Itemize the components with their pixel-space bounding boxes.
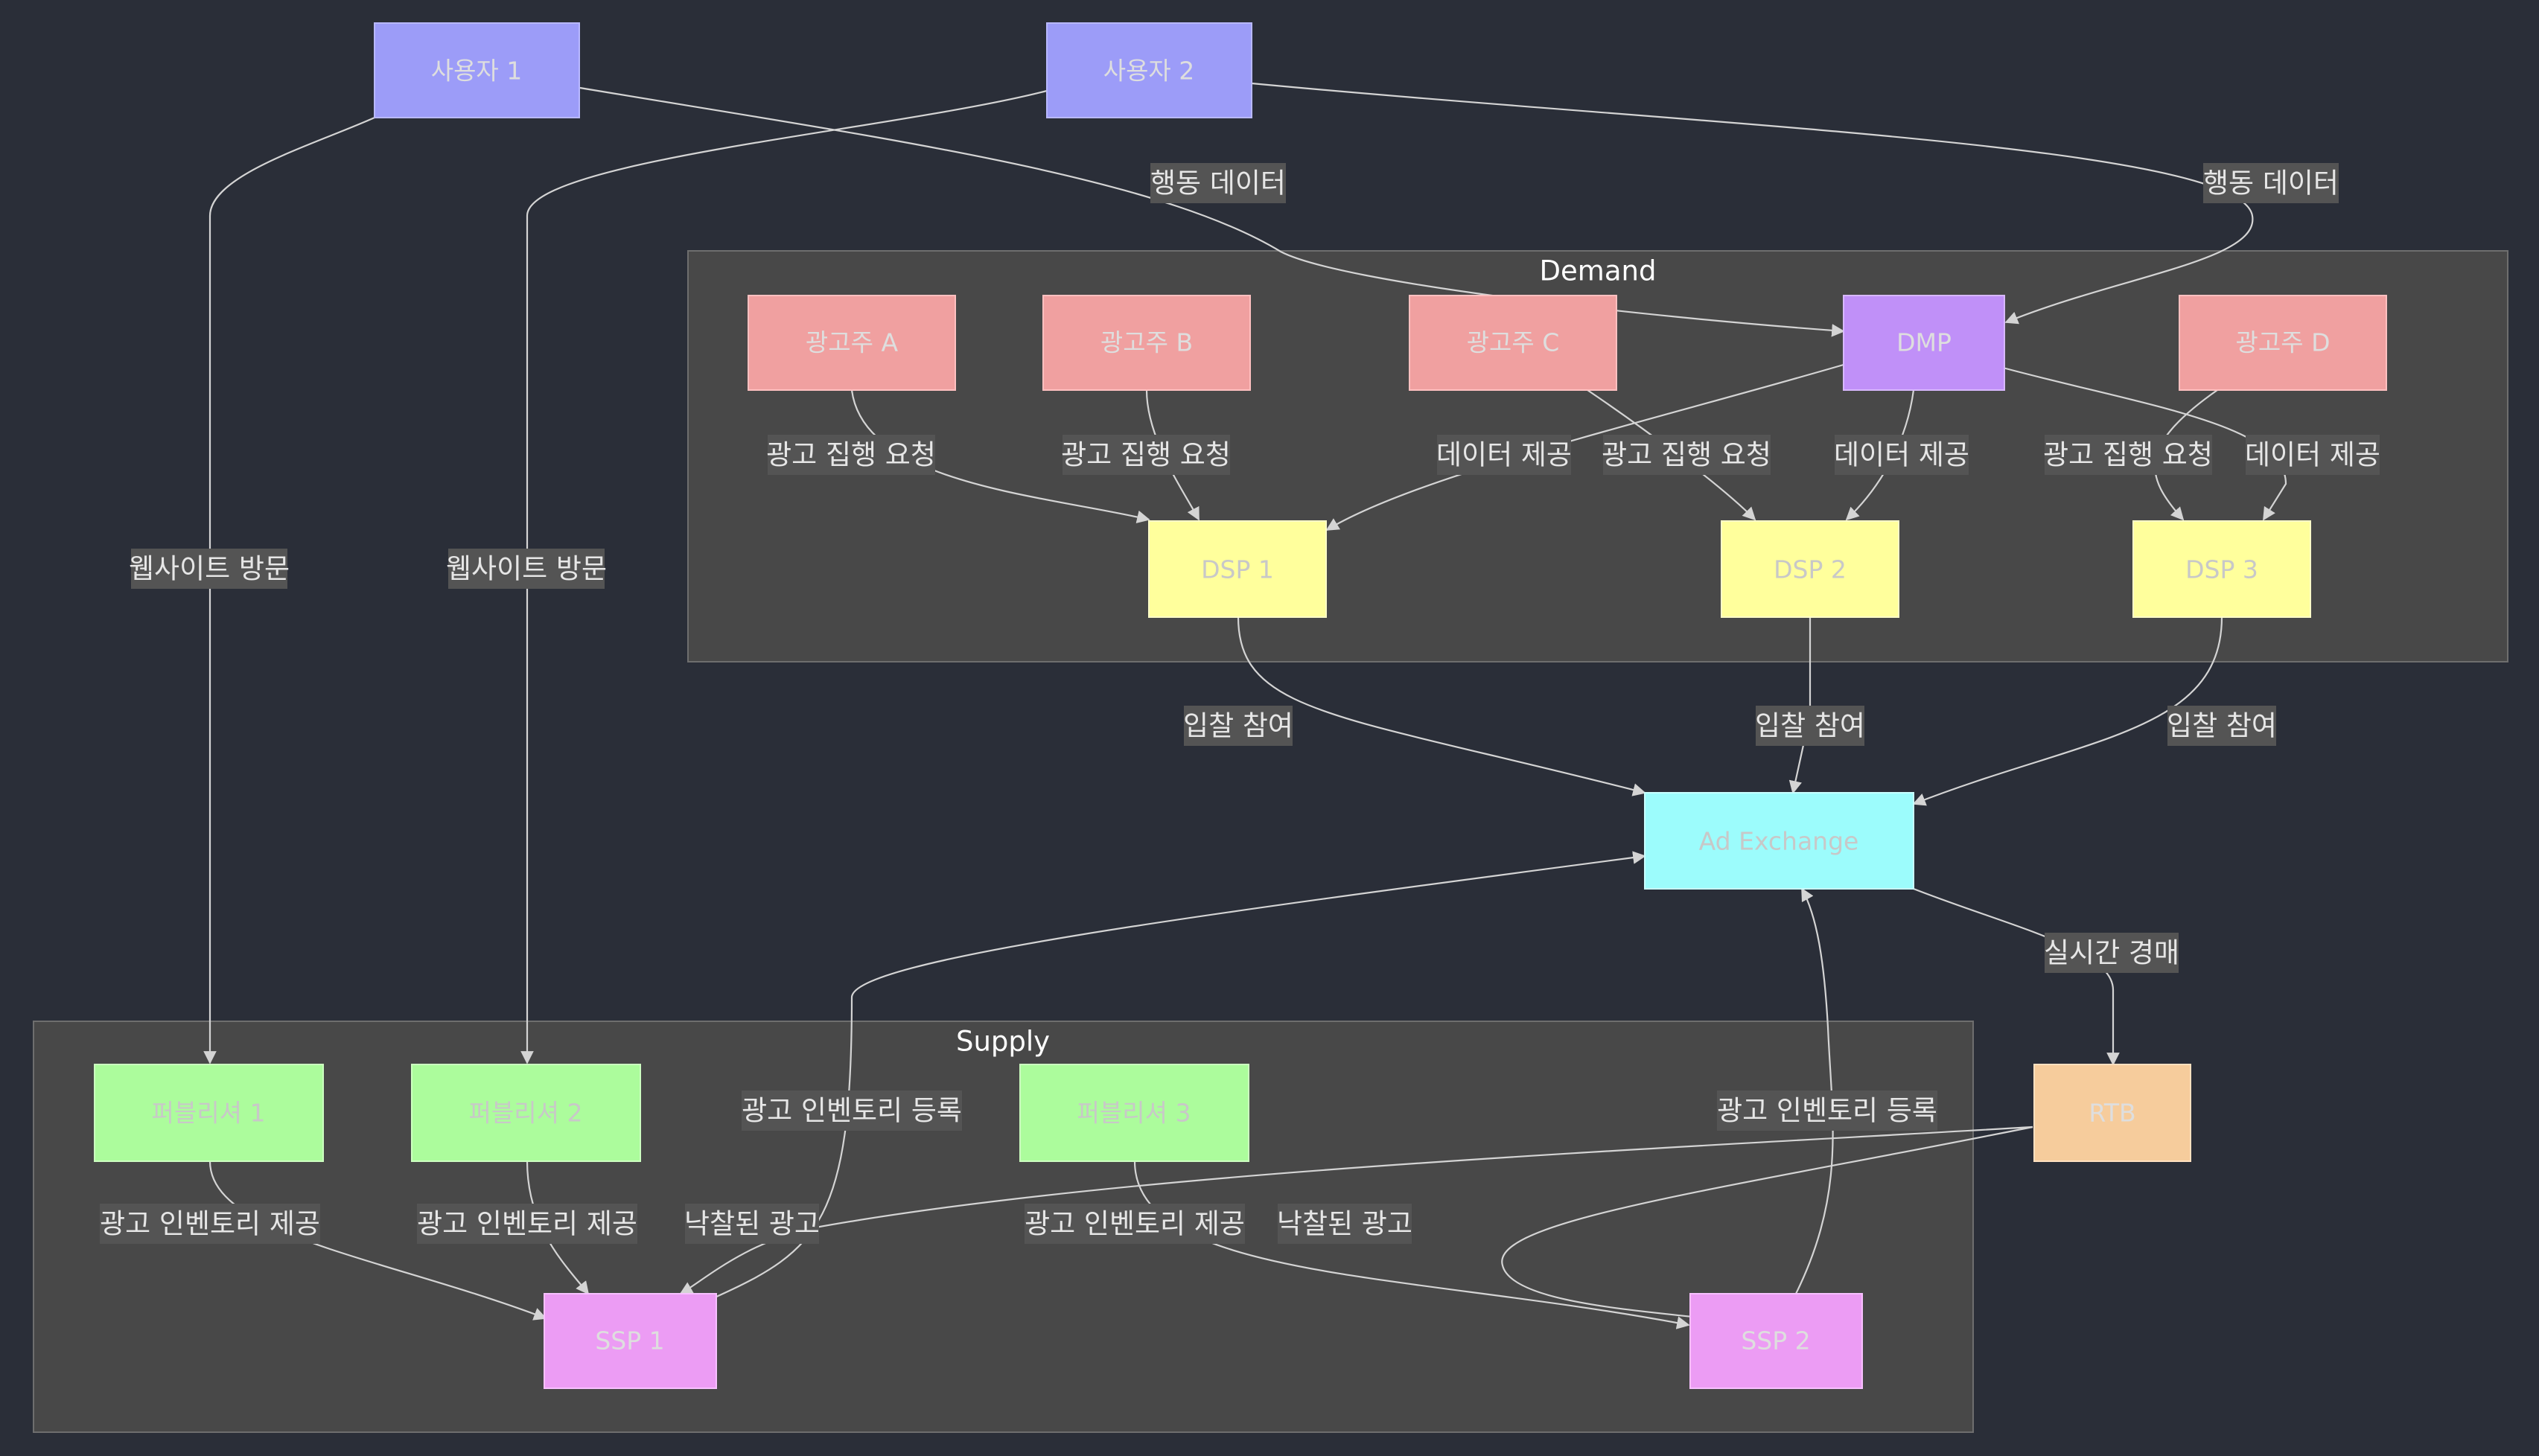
node-rtb[interactable]: RTB	[2033, 1064, 2191, 1162]
node-advA[interactable]: 광고주 A	[748, 295, 956, 391]
node-advB-label: 광고주 B	[1100, 328, 1193, 357]
node-advD[interactable]: 광고주 D	[2179, 295, 2387, 391]
cluster-demand-title: Demand	[1540, 255, 1657, 287]
edge-label-pub1-ssp1: 광고 인벤토리 제공	[100, 1208, 320, 1240]
edge-label-dsp2-adx: 입찰 참여	[1755, 710, 1865, 742]
node-dsp3[interactable]: DSP 3	[2132, 520, 2311, 618]
node-advC-label: 광고주 C	[1467, 328, 1560, 357]
edge-labels: 웹사이트 방문 웹사이트 방문 행동 데이터 행동 데이터 광고 집행 요청 광…	[100, 163, 2380, 1244]
edge-rtb-ssp1	[679, 1125, 2033, 1294]
node-dsp3-label: DSP 3	[2185, 555, 2258, 584]
edge-label-dmp-dsp3: 데이터 제공	[2245, 439, 2380, 471]
edge-label-dmp-dsp2: 데이터 제공	[1834, 439, 1969, 471]
node-dsp2[interactable]: DSP 2	[1721, 520, 1899, 618]
edge-label-adx-rtb: 실시간 경매	[2044, 937, 2179, 969]
node-advA-label: 광고주 A	[806, 328, 899, 357]
node-user1-label: 사용자 1	[431, 57, 523, 86]
cluster-supply-title: Supply	[956, 1026, 1050, 1058]
edge-label-user1-pub1: 웹사이트 방문	[129, 553, 290, 585]
node-user1[interactable]: 사용자 1	[374, 22, 580, 118]
node-advC[interactable]: 광고주 C	[1409, 295, 1617, 391]
edge-dsp1-adx	[1237, 616, 1646, 796]
node-user2-label: 사용자 2	[1103, 57, 1195, 86]
node-adx[interactable]: Ad Exchange	[1644, 792, 1914, 890]
edge-label-ssp1-adx: 광고 인벤토리 등록	[742, 1095, 962, 1127]
edge-rtb-ssp2	[1501, 1125, 2033, 1324]
edge-label-rtb-ssp2: 낙찰된 광고	[1277, 1208, 1412, 1240]
edge-user2-pub2	[520, 89, 1048, 1064]
edge-label-ssp2-adx: 광고 인벤토리 등록	[1717, 1095, 1937, 1127]
edge-label-dsp3-adx: 입찰 참여	[2167, 710, 2277, 742]
cluster-supply: Supply	[33, 1021, 1974, 1433]
edge-label-advA-dsp1: 광고 집행 요청	[766, 439, 936, 471]
node-dmp-label: DMP	[1896, 328, 1952, 357]
edge-label-user2-dmp: 행동 데이터	[2203, 167, 2339, 199]
node-dsp1[interactable]: DSP 1	[1148, 520, 1327, 618]
node-user2[interactable]: 사용자 2	[1046, 22, 1252, 118]
edge-label-user1-dmp: 행동 데이터	[1150, 167, 1286, 199]
edge-label-advC-dsp2: 광고 집행 요청	[1602, 439, 1771, 471]
node-ssp2-label: SSP 2	[1741, 1326, 1810, 1356]
edge-advA-dsp1	[850, 389, 1150, 524]
node-ssp2[interactable]: SSP 2	[1689, 1293, 1863, 1389]
edge-ssp2-adx	[1795, 887, 1834, 1294]
node-rtb-label: RTB	[2089, 1099, 2135, 1128]
node-pub2-label: 퍼블리셔 2	[469, 1099, 583, 1128]
edge-dsp3-adx	[1912, 616, 2223, 806]
node-dmp[interactable]: DMP	[1843, 295, 2005, 391]
node-dsp2-label: DSP 2	[1774, 555, 1847, 584]
node-pub3-label: 퍼블리셔 3	[1077, 1099, 1191, 1128]
edge-label-advB-dsp1: 광고 집행 요청	[1061, 439, 1231, 471]
node-adx-label: Ad Exchange	[1699, 827, 1859, 856]
edge-user1-pub1	[203, 116, 375, 1064]
node-advB[interactable]: 광고주 B	[1042, 295, 1251, 391]
edge-user2-dmp	[1251, 82, 2254, 325]
edge-label-rtb-ssp1: 낙찰된 광고	[684, 1208, 820, 1240]
nodes: 사용자 1 사용자 2 광고주 A 광고주 B 광고주 C DMP 광고주 D	[94, 22, 2387, 1389]
node-pub1[interactable]: 퍼블리셔 1	[94, 1064, 324, 1162]
edge-label-dsp1-adx: 입찰 참여	[1183, 710, 1293, 742]
node-pub3[interactable]: 퍼블리셔 3	[1019, 1064, 1249, 1162]
node-pub2[interactable]: 퍼블리셔 2	[411, 1064, 641, 1162]
edge-label-user2-pub2: 웹사이트 방문	[446, 553, 607, 585]
edge-label-advD-dsp3: 광고 집행 요청	[2043, 439, 2213, 471]
node-ssp1[interactable]: SSP 1	[544, 1293, 717, 1389]
edge-label-pub2-ssp1: 광고 인벤토리 제공	[417, 1208, 637, 1240]
edge-label-dmp-dsp1: 데이터 제공	[1436, 439, 1572, 471]
node-pub1-label: 퍼블리셔 1	[152, 1099, 266, 1128]
edge-pub1-ssp1	[208, 1160, 547, 1321]
node-ssp1-label: SSP 1	[595, 1326, 664, 1356]
node-dsp1-label: DSP 1	[1201, 555, 1274, 584]
node-advD-label: 광고주 D	[2236, 328, 2331, 357]
edge-label-pub3-ssp2: 광고 인벤토리 제공	[1025, 1208, 1245, 1240]
